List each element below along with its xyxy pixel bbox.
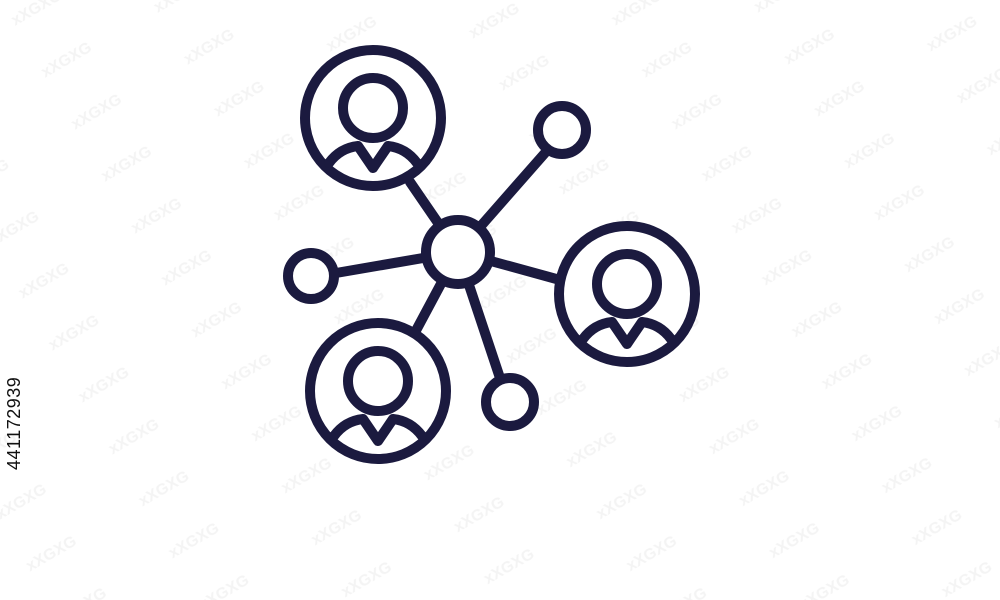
person-avatar-right-icon xyxy=(554,221,700,367)
stock-image-id: 441172939 xyxy=(4,377,224,470)
node-dot-top-right-icon xyxy=(533,101,591,159)
node-dot-left-icon xyxy=(283,248,339,304)
person-avatar-bottom-left-icon xyxy=(305,318,451,464)
person-avatar-top-left-icon xyxy=(300,45,446,191)
stock-image-id-text: 441172939 xyxy=(4,376,24,470)
hub-node-icon xyxy=(421,215,495,289)
node-dot-bottom-icon xyxy=(481,373,539,431)
